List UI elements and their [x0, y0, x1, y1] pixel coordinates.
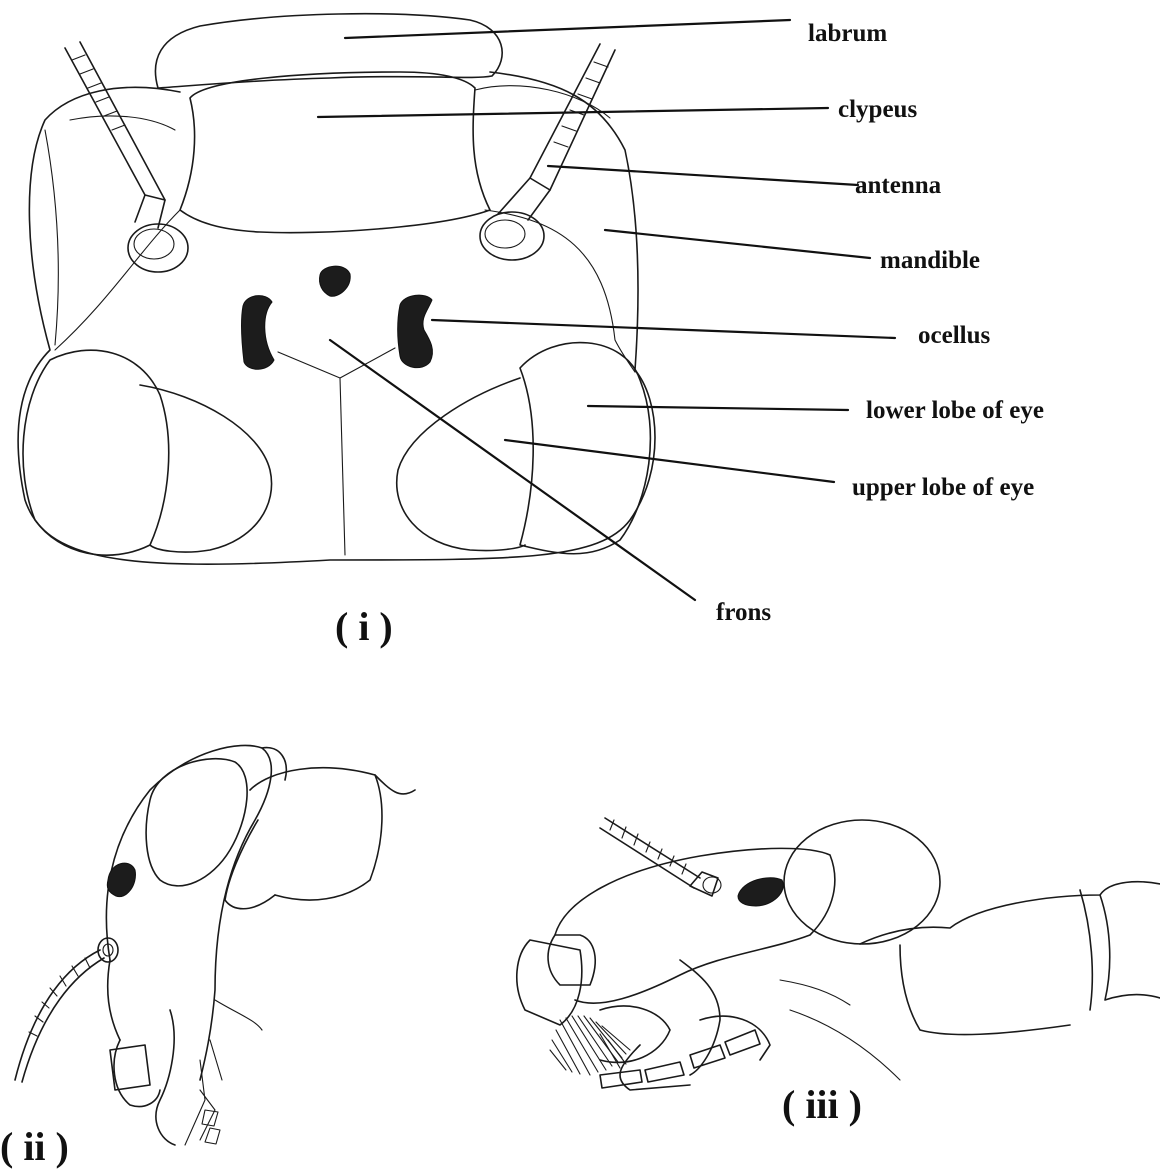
left-antenna	[65, 42, 165, 228]
panel-label-iii: ( iii )	[782, 1082, 862, 1127]
left-ocellus	[241, 296, 274, 370]
lateral-head-drawing-ii	[15, 745, 415, 1145]
lateral-head-drawing-iii	[517, 818, 1160, 1090]
label-upper-lobe-of-eye: upper lobe of eye	[852, 474, 1034, 501]
right-antenna-socket	[480, 212, 544, 260]
label-labrum: labrum	[808, 20, 887, 47]
right-ocellus	[398, 295, 433, 368]
label-ocellus: ocellus	[918, 322, 990, 349]
right-antenna	[498, 44, 615, 220]
panel-label-ii: ( ii )	[0, 1124, 69, 1169]
label-mandible: mandible	[880, 247, 980, 274]
label-clypeus: clypeus	[838, 96, 917, 123]
label-lower-lobe-of-eye: lower lobe of eye	[866, 397, 1044, 424]
panel-label-i: ( i )	[335, 604, 393, 649]
label-antenna: antenna	[855, 172, 942, 199]
median-ocellus	[319, 266, 350, 296]
labial-setae	[550, 1016, 630, 1075]
right-compound-eye	[397, 343, 651, 554]
frontal-head-drawing	[18, 14, 655, 564]
lateral-eye-iii	[784, 820, 940, 944]
left-compound-eye	[23, 350, 272, 555]
frontal-suture	[278, 348, 395, 555]
left-antenna-socket	[128, 224, 188, 272]
head-capsule-outline	[18, 72, 655, 564]
label-frons: frons	[716, 599, 771, 626]
clypeus-outline	[180, 72, 490, 233]
